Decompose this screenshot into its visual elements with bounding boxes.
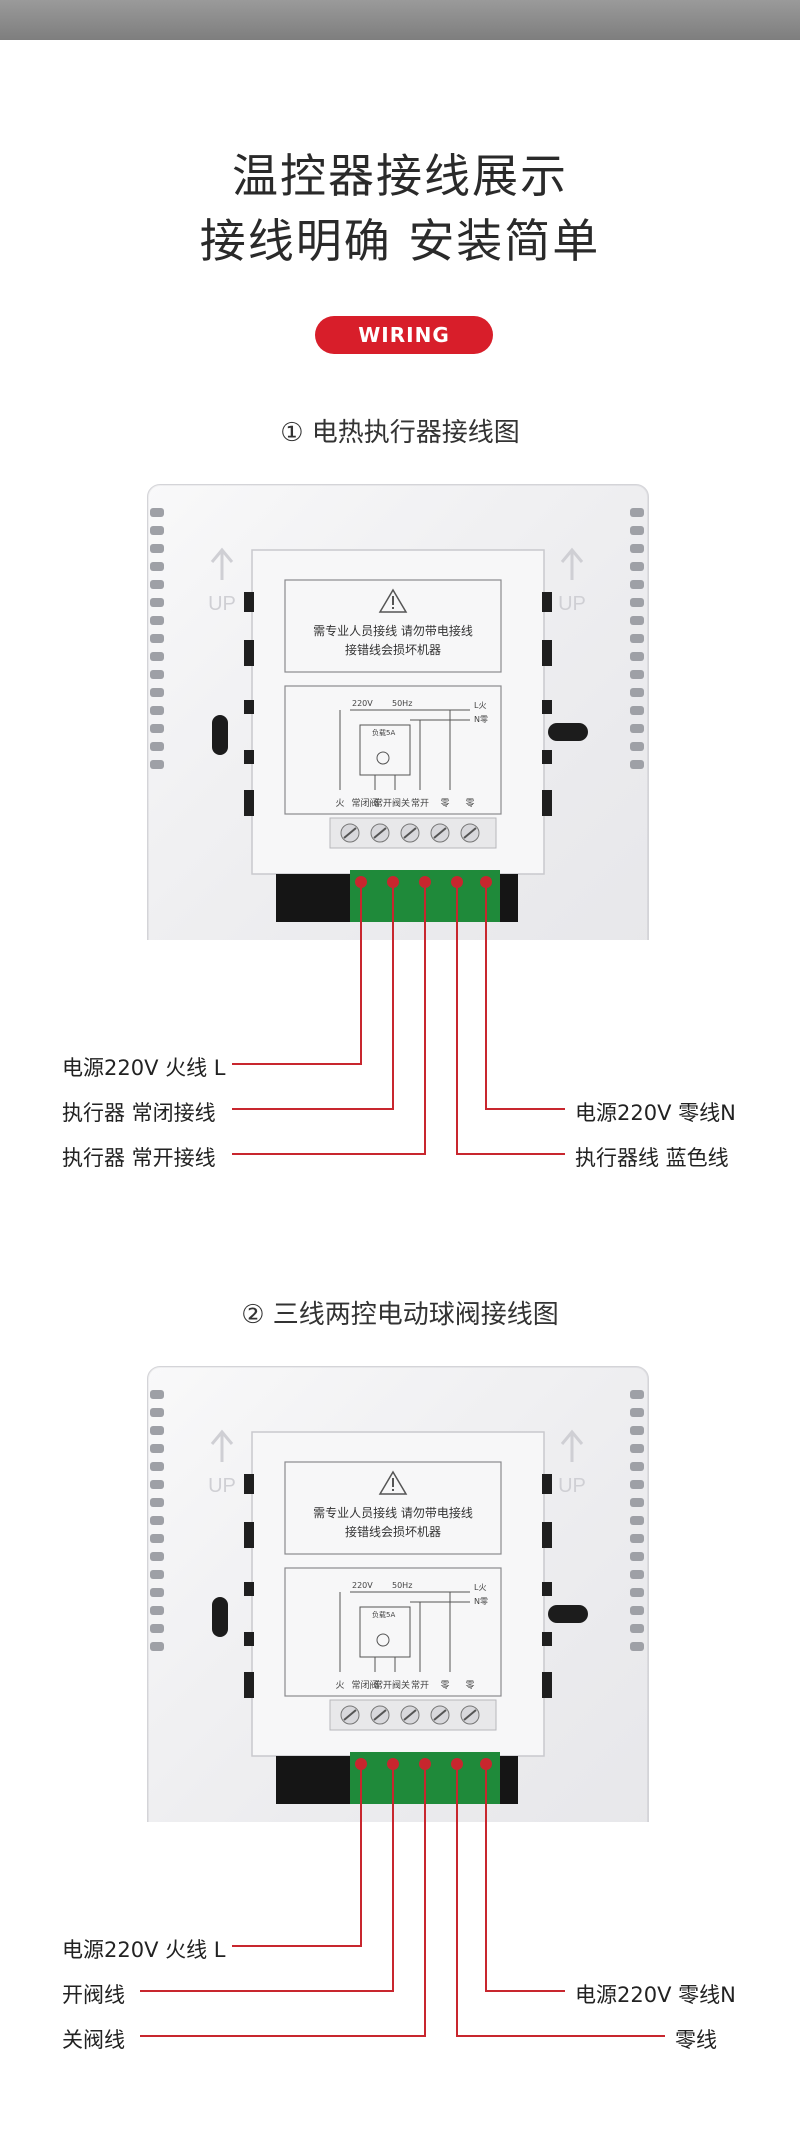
up-text-left: UP xyxy=(208,1475,236,1497)
section-1-diagram: UP UP 需专业人员接线 请勿带电接线 接错线会损坏机器 220V xyxy=(0,480,800,986)
terminal-label: 火 xyxy=(335,1680,344,1691)
s2-label-neutral-wire: 零线 xyxy=(675,2028,717,2052)
side-clips xyxy=(244,1474,552,1698)
thermostat-back-svg: UP UP 需专业人员接线 请勿带电接线 接错线会损坏机器 220V xyxy=(147,484,649,986)
mount-slot-right xyxy=(548,723,588,741)
terminal-label: 常闭阀 xyxy=(351,1679,378,1691)
thermostat-back-svg: UP UP 需专业人员接线 请勿带电接线 接错线会损坏机器 220V xyxy=(147,1366,649,1868)
s1-label-neutral: 电源220V 零线N xyxy=(575,1101,736,1125)
terminal-label: 火 xyxy=(335,798,344,809)
screw-icons xyxy=(340,823,480,843)
top-bar xyxy=(0,0,800,40)
s2-label-open-valve: 开阀线 xyxy=(62,1983,125,2007)
mount-slot-right xyxy=(548,1605,588,1623)
frequency-text: 50Hz xyxy=(392,1581,412,1590)
schematic-lines xyxy=(339,1591,470,1672)
voltage-text: 220V xyxy=(352,699,373,708)
mount-slot-left xyxy=(212,715,228,755)
warning-text-2: 接错线会损坏机器 xyxy=(345,1524,441,1539)
schematic-lines xyxy=(339,709,470,790)
terminal-label: 常闭阀 xyxy=(351,797,378,809)
up-arrow-icon xyxy=(210,547,584,580)
right-vents xyxy=(630,1390,644,1651)
voltage-text: 220V xyxy=(352,1581,373,1590)
terminal-screws xyxy=(355,876,492,888)
live-text: L火 xyxy=(474,701,486,710)
section-1-title: ① 电热执行器接线图 xyxy=(280,418,520,448)
warning-text-1: 需专业人员接线 请勿带电接线 xyxy=(313,623,473,638)
terminal-label: 常开 xyxy=(411,797,429,809)
warning-box xyxy=(284,579,502,673)
terminal-label: 零 xyxy=(465,798,474,809)
neutral-text: N零 xyxy=(474,1597,488,1606)
schematic-box xyxy=(284,685,502,815)
section-2-title: ② 三线两控电动球阀接线图 xyxy=(241,1300,559,1330)
left-vents xyxy=(150,508,164,769)
wires xyxy=(360,886,487,940)
terminal-label: 零 xyxy=(465,1680,474,1691)
warning-text-2: 接错线会损坏机器 xyxy=(345,642,441,657)
s2-label-close-valve: 关阀线 xyxy=(62,2028,125,2052)
warning-box xyxy=(284,1461,502,1555)
warning-text-1: 需专业人员接线 请勿带电接线 xyxy=(313,1505,473,1520)
warning-icon xyxy=(378,1470,408,1495)
load-text: 负载5A xyxy=(372,728,395,737)
frequency-text: 50Hz xyxy=(392,699,412,708)
s2-label-neutral: 电源220V 零线N xyxy=(575,1983,736,2007)
schematic-box xyxy=(284,1567,502,1697)
live-text: L火 xyxy=(474,1583,486,1592)
page-title-line2: 接线明确 安装简单 xyxy=(199,214,601,268)
side-clips xyxy=(244,592,552,816)
terminal-screws xyxy=(355,1758,492,1770)
s1-label-normally-closed: 执行器 常闭接线 xyxy=(62,1101,216,1125)
up-text-right: UP xyxy=(558,593,586,615)
up-arrow-icon xyxy=(210,1429,584,1462)
mount-slot-left xyxy=(212,1597,228,1637)
wires xyxy=(360,1768,487,1822)
terminal-label: 常开阀关 xyxy=(374,797,410,809)
terminal-label-row: 火 常闭阀 常开阀关 常开 零 零 xyxy=(335,1679,474,1691)
s1-label-normally-open: 执行器 常开接线 xyxy=(62,1146,216,1170)
terminal-label-row: 火 常闭阀 常开阀关 常开 零 零 xyxy=(335,797,474,809)
wiring-badge: WIRING xyxy=(315,316,493,354)
s1-label-live: 电源220V 火线 L xyxy=(62,1056,226,1080)
s2-label-live: 电源220V 火线 L xyxy=(62,1938,226,1962)
right-vents xyxy=(630,508,644,769)
left-vents xyxy=(150,1390,164,1651)
section-1-leaders xyxy=(232,940,565,1155)
page-title-line1: 温控器接线展示 xyxy=(232,149,568,203)
up-text-left: UP xyxy=(208,593,236,615)
terminal-label: 常开 xyxy=(411,1679,429,1691)
load-text: 负载5A xyxy=(372,1610,395,1619)
up-text-right: UP xyxy=(558,1475,586,1497)
terminal-label: 零 xyxy=(440,1680,449,1691)
s1-label-blue-wire: 执行器线 蓝色线 xyxy=(575,1146,729,1170)
terminal-label: 常开阀关 xyxy=(374,1679,410,1691)
warning-icon xyxy=(378,588,408,613)
section-2-diagram: UP UP 需专业人员接线 请勿带电接线 接错线会损坏机器 220V xyxy=(0,1362,800,1868)
neutral-text: N零 xyxy=(474,715,488,724)
terminal-label: 零 xyxy=(440,798,449,809)
screw-icons xyxy=(340,1705,480,1725)
